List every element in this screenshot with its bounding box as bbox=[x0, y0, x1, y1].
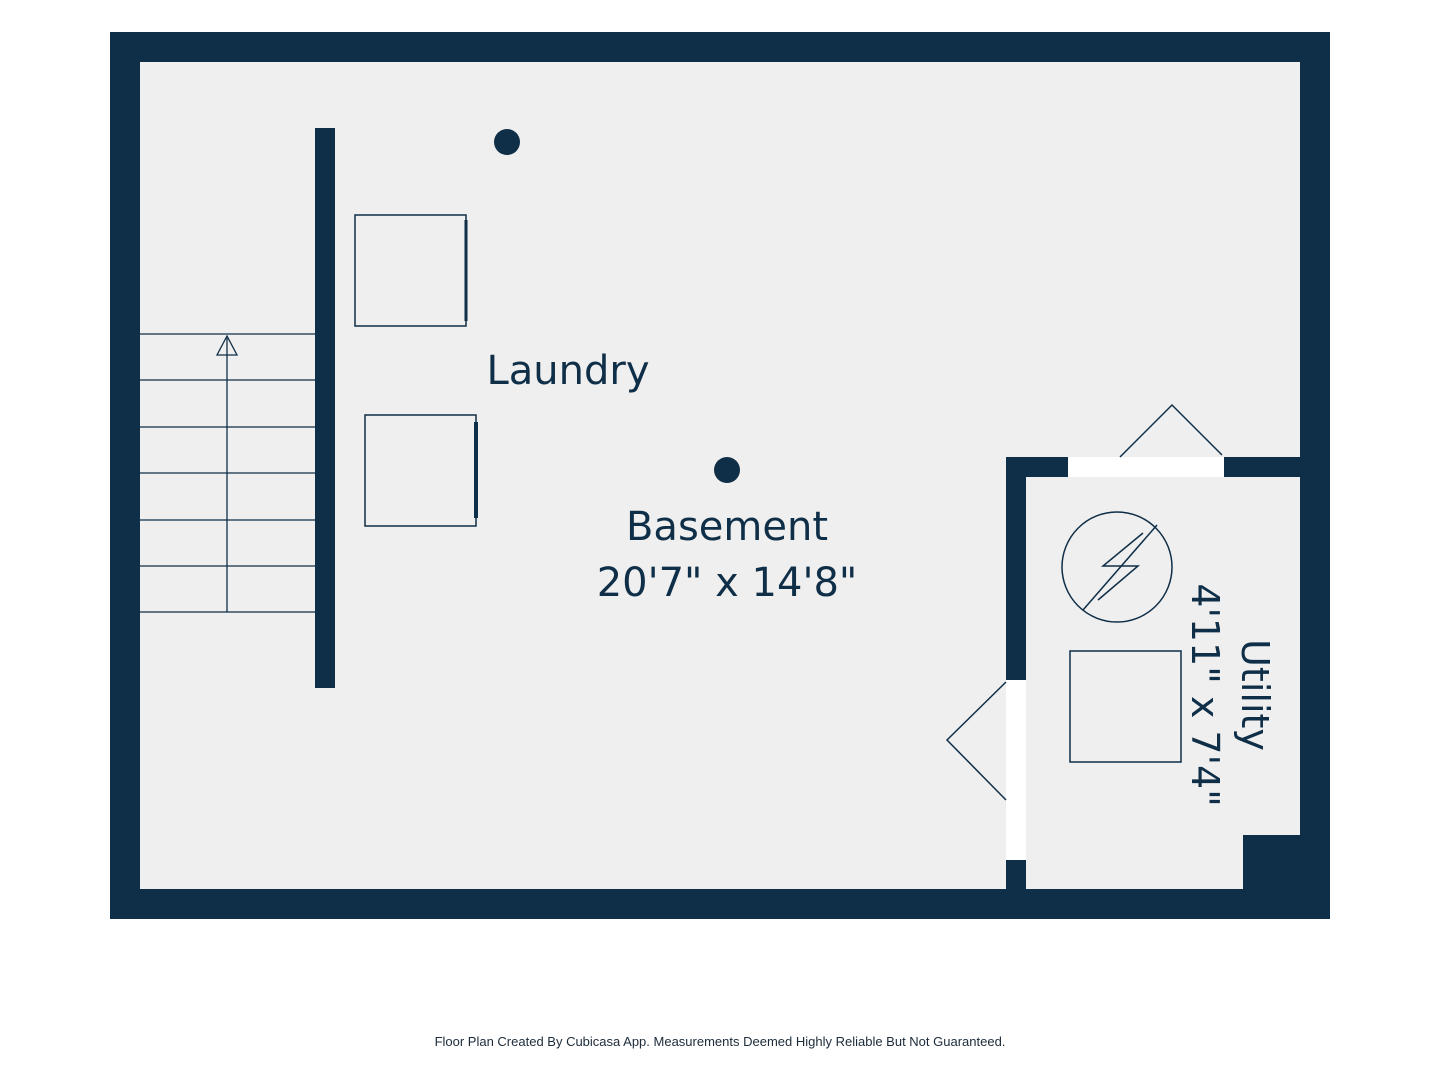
utility-top-door-opening bbox=[1068, 457, 1224, 477]
column-icon bbox=[494, 129, 520, 155]
furnace-icon bbox=[1069, 650, 1182, 763]
footer-disclaimer: Floor Plan Created By Cubicasa App. Meas… bbox=[434, 1034, 1006, 1049]
basement-label: Basement bbox=[626, 504, 828, 550]
utility-label: Utility bbox=[1233, 639, 1277, 751]
door-swing-icon bbox=[945, 403, 1223, 801]
washer-icon bbox=[354, 214, 468, 327]
basement-dimensions: 20'7" x 14'8" bbox=[597, 560, 858, 606]
utility-dimensions: 4'11" x 7'4" bbox=[1183, 583, 1227, 806]
stair-wall bbox=[315, 128, 335, 688]
utility-walls bbox=[1006, 457, 1300, 889]
utility-corner-block bbox=[1243, 835, 1300, 889]
stairs-icon bbox=[140, 333, 315, 613]
water-heater-icon bbox=[1061, 511, 1173, 623]
utility-side-door-opening bbox=[1006, 680, 1026, 860]
dryer-icon bbox=[364, 414, 478, 527]
column-icon bbox=[714, 457, 740, 483]
laundry-label: Laundry bbox=[486, 348, 649, 394]
utility-text-group: Utility 4'11" x 7'4" bbox=[1183, 583, 1277, 806]
